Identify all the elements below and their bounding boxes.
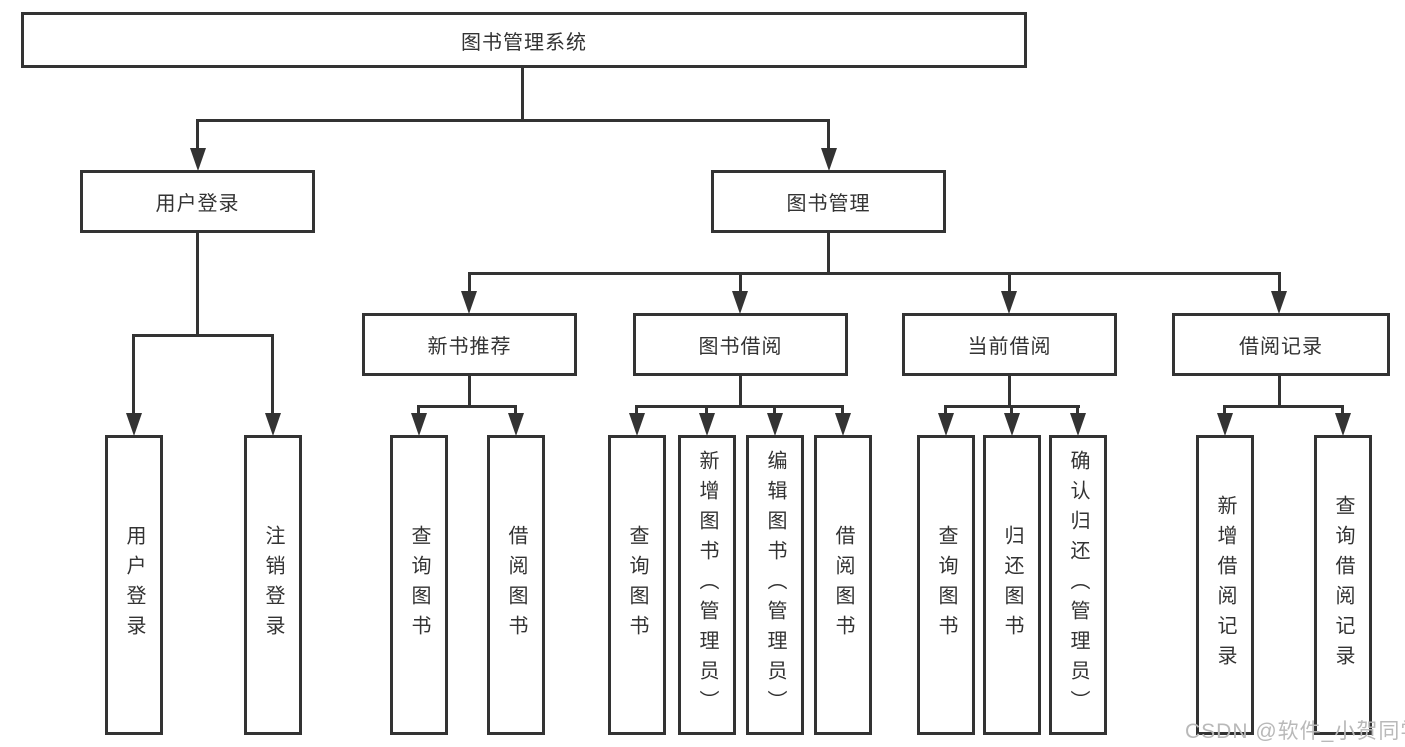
arrow-down-icon: [1335, 413, 1351, 436]
connector-drop-book-management: [827, 119, 830, 151]
connector-drop-leaf-user-login: [132, 334, 135, 416]
connector-borrowing-records-branch: [1223, 405, 1344, 408]
leaf-label: 查询图书: [626, 525, 648, 645]
node-label: 图书管理系统: [461, 31, 587, 54]
connector-drop-borrowing-records: [1278, 272, 1281, 294]
connector-drop-user-login: [196, 119, 199, 151]
connector-book-borrowing-branch: [635, 405, 844, 408]
connector-book-borrowing-stem: [739, 376, 742, 408]
leaf-borrow-books-1: 借阅图书: [487, 435, 545, 735]
connector-drop: [1010, 405, 1013, 419]
connector-user-login-branch: [132, 334, 274, 337]
connector-drop: [773, 405, 776, 419]
connector-drop: [514, 405, 517, 419]
arrow-down-icon: [1001, 291, 1017, 314]
leaf-confirm-return-admin: 确认归还（管理员）: [1049, 435, 1107, 735]
connector-current-borrowing-stem: [1008, 376, 1011, 408]
leaf-label: 查询图书: [935, 525, 957, 645]
connector-drop: [841, 405, 844, 419]
connector-new-book-branch: [417, 405, 517, 408]
leaf-borrow-books-2: 借阅图书: [814, 435, 872, 735]
leaf-query-borrow-record: 查询借阅记录: [1314, 435, 1372, 735]
connector-new-book-stem: [468, 376, 471, 408]
connector-user-login-stem: [196, 233, 199, 337]
csdn-watermark: CSDN @软件_小贺同学: [1185, 720, 1405, 743]
arrow-down-icon: [1004, 413, 1020, 436]
leaf-add-book-admin: 新增图书（管理员）: [678, 435, 736, 735]
arrow-down-icon: [461, 291, 477, 314]
connector-drop: [1076, 405, 1079, 419]
leaf-label: 编辑图书（管理员）: [764, 450, 786, 720]
connector-book-management-branch: [468, 272, 1281, 275]
arrow-down-icon: [629, 413, 645, 436]
leaf-label: 确认归还（管理员）: [1067, 450, 1089, 720]
arrow-down-icon: [767, 413, 783, 436]
leaf-label: 查询图书: [408, 525, 430, 645]
leaf-query-books-2: 查询图书: [608, 435, 666, 735]
leaf-label: 用户登录: [123, 525, 145, 645]
node-user-login: 用户登录: [80, 170, 315, 233]
arrow-down-icon: [835, 413, 851, 436]
connector-root-stem: [521, 68, 524, 122]
arrow-down-icon: [126, 413, 142, 436]
connector-drop: [1223, 405, 1226, 419]
node-root-library-system: 图书管理系统: [21, 12, 1027, 68]
leaf-return-book: 归还图书: [983, 435, 1041, 735]
leaf-label: 新增图书（管理员）: [696, 450, 718, 720]
arrow-down-icon: [938, 413, 954, 436]
arrow-down-icon: [732, 291, 748, 314]
leaf-edit-book-admin: 编辑图书（管理员）: [746, 435, 804, 735]
leaf-query-books-1: 查询图书: [390, 435, 448, 735]
connector-drop-new-book-recommend: [468, 272, 471, 294]
connector-borrowing-records-stem: [1278, 376, 1281, 408]
arrow-down-icon: [411, 413, 427, 436]
leaf-label: 借阅图书: [832, 525, 854, 645]
arrow-down-icon: [265, 413, 281, 436]
leaf-add-borrow-record: 新增借阅记录: [1196, 435, 1254, 735]
node-book-management: 图书管理: [711, 170, 946, 233]
arrow-down-icon: [1217, 413, 1233, 436]
arrow-down-icon: [190, 148, 206, 171]
connector-drop: [417, 405, 420, 419]
leaf-query-books-3: 查询图书: [917, 435, 975, 735]
arrow-down-icon: [821, 148, 837, 171]
connector-drop: [944, 405, 947, 419]
connector-root-branch: [196, 119, 830, 122]
connector-drop-leaf-logout: [271, 334, 274, 416]
connector-drop: [705, 405, 708, 419]
node-new-book-recommend: 新书推荐: [362, 313, 577, 376]
connector-drop-book-borrowing: [739, 272, 742, 294]
connector-drop-current-borrowing: [1008, 272, 1011, 294]
arrow-down-icon: [508, 413, 524, 436]
node-label: 新书推荐: [427, 336, 512, 358]
leaf-label: 新增借阅记录: [1214, 495, 1236, 675]
node-book-borrowing: 图书借阅: [633, 313, 848, 376]
leaf-label: 归还图书: [1001, 525, 1023, 645]
arrow-down-icon: [699, 413, 715, 436]
node-borrowing-records: 借阅记录: [1172, 313, 1390, 376]
connector-drop: [1341, 405, 1344, 419]
leaf-logout: 注销登录: [244, 435, 302, 735]
leaf-user-login: 用户登录: [105, 435, 163, 735]
leaf-label: 借阅图书: [505, 525, 527, 645]
node-label: 图书管理: [786, 193, 871, 215]
node-label: 借阅记录: [1239, 336, 1323, 358]
arrow-down-icon: [1271, 291, 1287, 314]
arrow-down-icon: [1070, 413, 1086, 436]
connector-drop: [635, 405, 638, 419]
leaf-label: 查询借阅记录: [1332, 495, 1354, 675]
node-label: 用户登录: [155, 193, 240, 215]
node-current-borrowing: 当前借阅: [902, 313, 1117, 376]
node-label: 当前借阅: [967, 336, 1052, 358]
connector-book-management-stem: [827, 233, 830, 275]
node-label: 图书借阅: [698, 336, 783, 358]
leaf-label: 注销登录: [262, 525, 284, 645]
